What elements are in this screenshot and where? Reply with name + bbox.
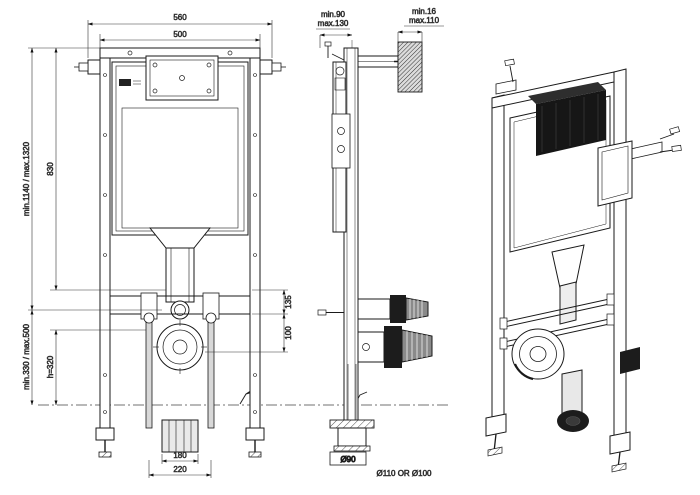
side-dimensions: min.90 max.130 min.16 max.110 Ø110 OR Ø1… [316, 7, 444, 478]
side-foot [329, 364, 375, 452]
dim-front-lower-range: min.330 / max.500 [22, 324, 31, 390]
side-inspection-shaft [331, 113, 351, 169]
dim-side-depth-min: min.90 [321, 10, 346, 19]
wall-bracket-right [260, 59, 286, 75]
brand-mark [119, 79, 131, 86]
foot-left [95, 427, 115, 458]
drain-socket [161, 419, 199, 453]
iso-rail-left [491, 94, 505, 435]
dim-side-wall-max: max.110 [409, 16, 440, 25]
iso-flush-pipe [551, 244, 585, 325]
iso-drain-bend [557, 369, 589, 432]
mounting-rod-left [143, 312, 155, 429]
dim-side-pipe-diameter: Ø110 OR Ø100 [377, 469, 433, 478]
iso-bracket-right [625, 126, 682, 161]
dim-front-100: 100 [284, 326, 293, 340]
dim-side-depth-max: max.130 [318, 19, 349, 28]
lower-cross-strut [110, 292, 250, 320]
iso-rail-right [613, 68, 627, 449]
flush-pipe [148, 227, 212, 320]
front-view [74, 47, 286, 458]
dim-front-frame-height: 830 [46, 162, 55, 176]
wall-section [397, 41, 423, 93]
foot-right [245, 427, 265, 458]
mounting-rod-right [205, 312, 217, 429]
wc-outlet-circle [153, 320, 207, 374]
iso-protection-box [528, 82, 606, 156]
frame-rail-right [249, 47, 261, 429]
side-view: Ø90 [317, 40, 433, 466]
dim-front-width-inner: 500 [173, 30, 187, 39]
wall-bracket-left [74, 59, 100, 75]
dim-front-floor-height: h=320 [46, 355, 55, 378]
dim-front-rod-spacing: 220 [173, 465, 187, 474]
dim-front-135: 135 [284, 295, 293, 309]
rail-holes [103, 73, 257, 414]
dim-front-drain-width: 180 [173, 451, 187, 460]
dim-side-wall-min: min.16 [412, 7, 437, 16]
iso-foot-left [485, 413, 507, 457]
side-lower-connector [357, 326, 433, 368]
iso-outlet-circle [511, 328, 565, 381]
iso-bracket-top-left [495, 58, 517, 95]
side-fixing-screw [317, 309, 344, 316]
iso-flush-plate [597, 140, 633, 207]
dim-front-height-range: min.1140 / max.1320 [22, 141, 31, 216]
isometric-view [485, 58, 682, 473]
iso-top-crossbar [491, 71, 615, 109]
access-box [145, 55, 219, 101]
dim-front-width-outer: 560 [173, 13, 187, 22]
side-upper-connector [357, 295, 429, 323]
side-top-bolt [324, 41, 345, 61]
dim-side-drain-diameter: Ø90 [340, 455, 356, 464]
frame-rail-left [99, 47, 111, 429]
drain-diameter-label: Ø90 [329, 451, 367, 466]
iso-foot-right [609, 431, 631, 473]
front-dimensions: 560 500 min.1140 / max.1320 min.330 / ma… [22, 13, 293, 478]
iso-right-fitting [620, 347, 640, 374]
